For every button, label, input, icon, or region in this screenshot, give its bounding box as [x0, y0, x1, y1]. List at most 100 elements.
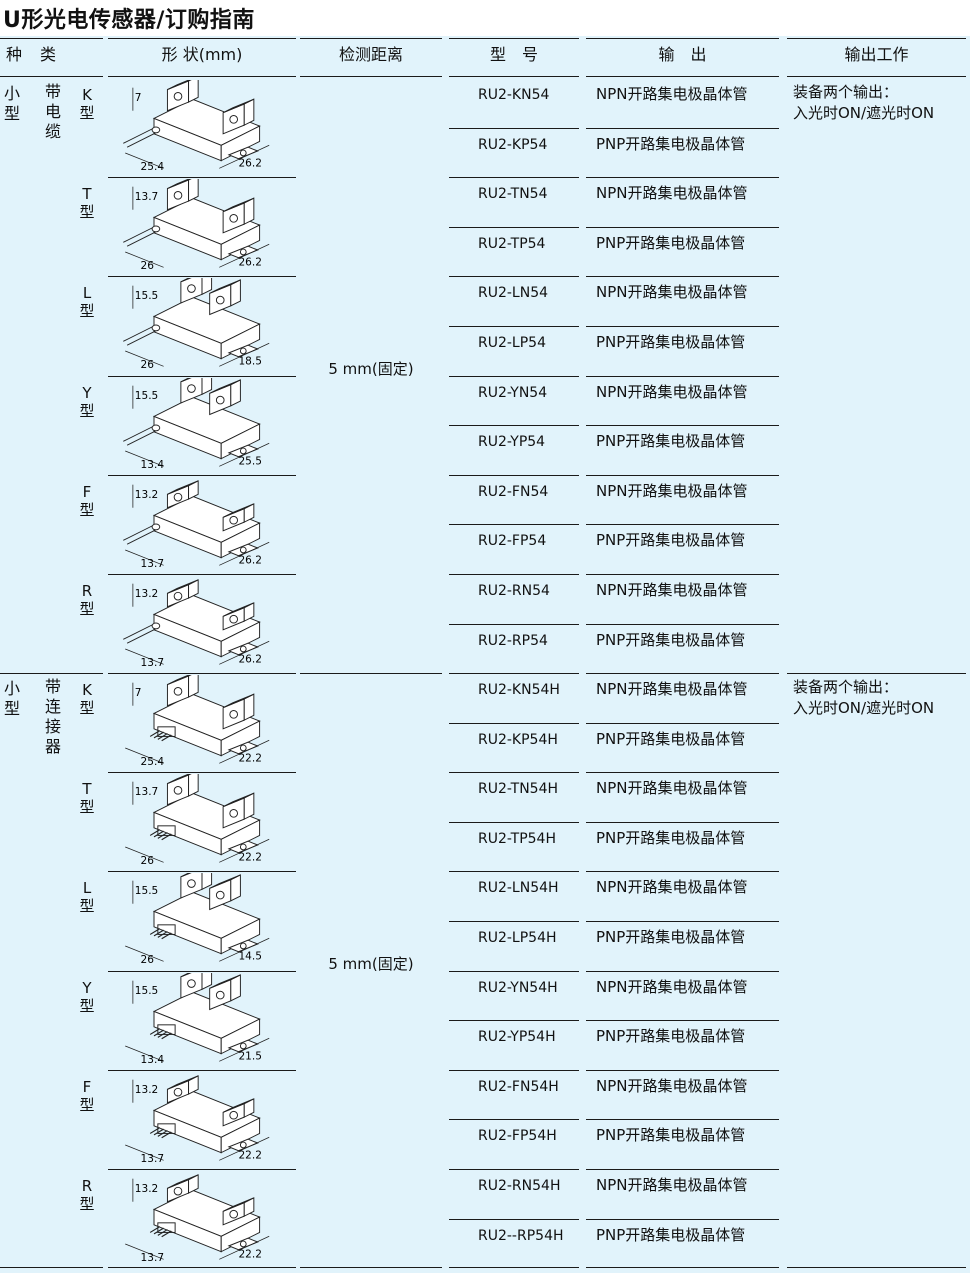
output-type: PNP开路集电极晶体管: [596, 828, 746, 847]
output-operation-line1: 装备两个输出：: [793, 83, 899, 101]
group-divider: [449, 673, 579, 674]
header-top-rule: [449, 38, 579, 39]
model-number: RU2-LN54H: [478, 880, 559, 897]
dimension-label: 15.5: [135, 985, 158, 997]
shape-type-label: Y型: [79, 978, 95, 1015]
kind-column-divider: [71, 78, 72, 673]
dimension-label: 22.2: [238, 1248, 261, 1260]
model-row-divider: [449, 127, 579, 129]
header-model: 型 号: [489, 45, 538, 64]
output-row-divider: [586, 425, 779, 427]
dimension-label: 25.4: [141, 161, 165, 173]
model-number: RU2-LN54: [478, 285, 549, 302]
dimension-label: 22.2: [238, 1149, 261, 1161]
dimension-label: 15.5: [135, 291, 158, 303]
output-type: NPN开路集电极晶体管: [596, 382, 748, 401]
output-type: NPN开路集电极晶体管: [596, 977, 748, 996]
dimension-label: 21.5: [238, 1050, 261, 1062]
header-top-rule: [300, 38, 442, 39]
dimension-label: 22.2: [238, 852, 261, 864]
shape-type-label: L型: [79, 284, 95, 321]
shape-type-label: K型: [79, 681, 95, 717]
output-type: PNP开路集电极晶体管: [596, 333, 746, 351]
model-number: RU2-TP54: [478, 235, 546, 252]
shape-row-divider: [108, 474, 296, 476]
model-number: RU2-RP54: [478, 632, 548, 649]
model-row-divider: [449, 276, 579, 278]
model-row-divider: [449, 474, 579, 476]
model-row-divider: [449, 772, 579, 774]
model-number: RU2-KP54H: [478, 731, 558, 748]
shape-type-label: F型: [79, 482, 95, 519]
model-row-divider: [449, 425, 579, 427]
header-output: 输 出: [658, 45, 707, 64]
output-row-divider: [586, 921, 779, 922]
model-number: RU2-TP54H: [478, 830, 556, 847]
model-number: RU2-TN54H: [478, 781, 559, 798]
model-row-divider: [449, 1169, 579, 1170]
model-number: RU2-YP54H: [478, 1029, 556, 1046]
output-row-divider: [586, 524, 779, 526]
output-type: NPN开路集电极晶体管: [596, 878, 748, 897]
table-bottom-rule: [586, 1267, 779, 1268]
model-row-divider: [449, 1020, 579, 1022]
kind-column-divider: [71, 673, 72, 1268]
model-number: RU2-FP54H: [478, 1128, 557, 1145]
shape-row-divider: [108, 1169, 296, 1170]
dimension-label: 26.2: [238, 653, 261, 665]
header-top-rule: [787, 38, 966, 39]
dimension-label: 13.4: [141, 1054, 165, 1066]
output-row-divider: [586, 574, 779, 575]
page-title: U形光电传感器/订购指南: [3, 8, 255, 33]
dimension-label: 13.7: [141, 1153, 164, 1165]
dimension-label: 13.7: [141, 1252, 164, 1264]
dimension-label: 7: [135, 687, 142, 699]
output-row-divider: [586, 1020, 779, 1022]
shape-type-label: L型: [79, 879, 95, 916]
model-number: RU2-RN54: [478, 583, 550, 599]
output-type: NPN开路集电极晶体管: [596, 184, 748, 203]
dimension-label: 13.7: [135, 191, 158, 203]
shape-type-label: T型: [79, 185, 95, 222]
model-row-divider: [449, 1218, 579, 1220]
output-type: PNP开路集电极晶体管: [596, 1126, 746, 1145]
group-divider: [108, 673, 296, 674]
kind-main-label: 小型: [3, 679, 20, 718]
output-type: NPN开路集电极晶体管: [596, 680, 748, 698]
output-type: PNP开路集电极晶体管: [596, 729, 746, 748]
output-row-divider: [586, 623, 779, 625]
output-row-divider: [586, 1169, 779, 1170]
shape-row-divider: [108, 1069, 296, 1071]
output-type: PNP开路集电极晶体管: [596, 928, 746, 946]
detection-distance: 5 mm(固定): [328, 954, 414, 973]
dimension-label: 26: [141, 360, 155, 372]
output-type: PNP开路集电极晶体管: [596, 134, 746, 153]
table-bottom-rule: [449, 1267, 579, 1268]
header-output-operation: 输出工作: [844, 45, 909, 64]
dimension-label: 26.2: [238, 257, 261, 269]
output-type: NPN开路集电极晶体管: [596, 283, 748, 302]
output-type: NPN开路集电极晶体管: [596, 581, 748, 599]
model-number: RU2-FN54H: [478, 1078, 559, 1095]
output-type: NPN开路集电极晶体管: [596, 779, 748, 798]
dimension-label: 13.7: [135, 786, 158, 798]
output-operation-line2: 入光时ON/遮光时ON: [793, 699, 935, 717]
model-number: RU2-FN54: [478, 483, 549, 500]
shape-type-label: Y型: [79, 383, 95, 420]
output-row-divider: [586, 1218, 779, 1220]
header-kind-2: 类: [39, 45, 56, 64]
group-divider: [586, 673, 779, 674]
dimension-label: 13.2: [135, 588, 158, 600]
table-bottom-rule: [787, 1267, 966, 1268]
model-number: RU2-KN54H: [478, 682, 560, 698]
header-bottom-rule: [108, 76, 296, 77]
